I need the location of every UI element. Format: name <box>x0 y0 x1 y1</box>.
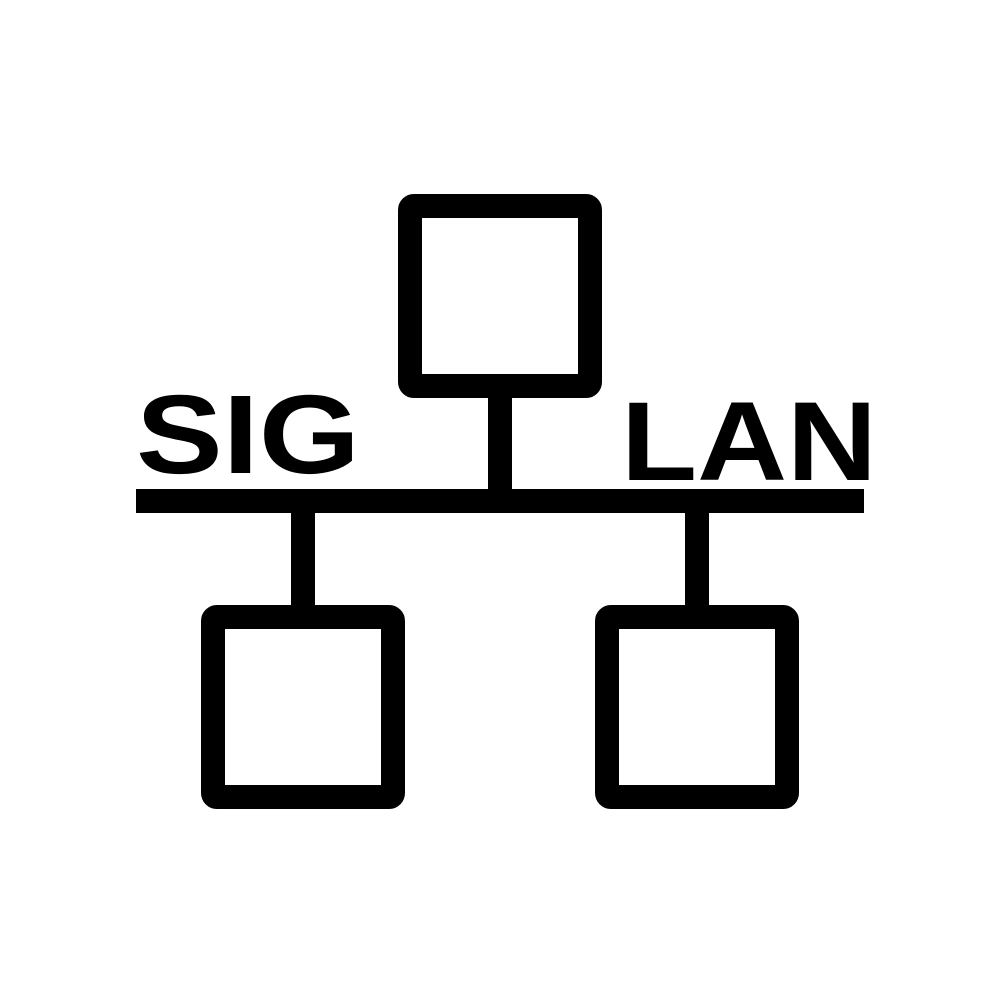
logo-right-text: LAN <box>621 379 877 504</box>
bottom-right-node-square <box>595 605 799 809</box>
bottom-left-node-connector <box>291 511 315 617</box>
bottom-left-node-square <box>201 605 405 809</box>
bottom-right-node-connector <box>685 511 709 617</box>
network-diagram-icon <box>136 194 864 809</box>
logo-left-text: SIG <box>136 372 360 497</box>
network-bus-line <box>136 489 864 513</box>
top-node-connector <box>488 386 512 491</box>
